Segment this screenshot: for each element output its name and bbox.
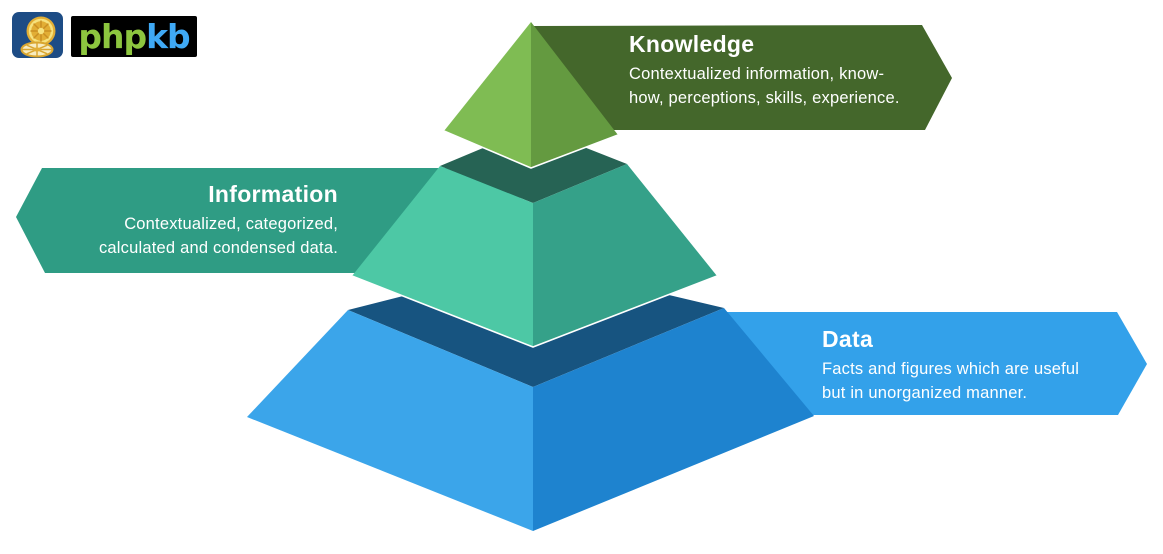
citrus-wheel-upright-icon [26, 16, 56, 46]
knowledge-title: Knowledge [629, 31, 755, 57]
citrus-wheel-flat-icon [20, 41, 54, 58]
information-description: Contextualized, categorized, calculated … [18, 212, 338, 260]
data-tier-left-face [247, 310, 533, 531]
information-description-line1: Contextualized, categorized, [124, 215, 338, 233]
data-title: Data [822, 326, 874, 352]
logo-text-kb: kb [146, 17, 191, 56]
information-tier-right-face [533, 164, 717, 347]
phpkb-logo-icon [12, 12, 63, 58]
data-banner-shape [726, 312, 1147, 415]
data-description: Facts and figures which are useful but i… [822, 357, 1132, 405]
data-tier-right-face [533, 308, 814, 531]
data-description-line1: Facts and figures which are useful [822, 360, 1080, 378]
knowledge-description: Contextualized information, know- how, p… [629, 62, 959, 110]
knowledge-tier-base-highlight [443, 130, 619, 169]
information-tier-base-highlight [351, 275, 718, 348]
information-title: Information [208, 181, 338, 207]
knowledge-tier-left-face [444, 22, 531, 168]
knowledge-banner-shape [531, 25, 952, 130]
information-tier-left-face [352, 166, 533, 347]
knowledge-description-line2: how, perceptions, skills, experience. [629, 89, 900, 107]
knowledge-tier-right-face [531, 22, 618, 168]
data-description-line2: but in unorganized manner. [822, 384, 1028, 402]
information-description-line2: calculated and condensed data. [98, 239, 338, 257]
knowledge-tier [443, 22, 619, 169]
knowledge-description-line1: Contextualized information, know- [629, 65, 885, 83]
data-label-block: Data Facts and figures which are useful … [822, 326, 1132, 405]
logo-text-php: php [78, 17, 147, 56]
knowledge-label-block: Knowledge Contextualized information, kn… [629, 31, 959, 110]
information-label-block: Information Contextualized, categorized,… [18, 181, 338, 260]
